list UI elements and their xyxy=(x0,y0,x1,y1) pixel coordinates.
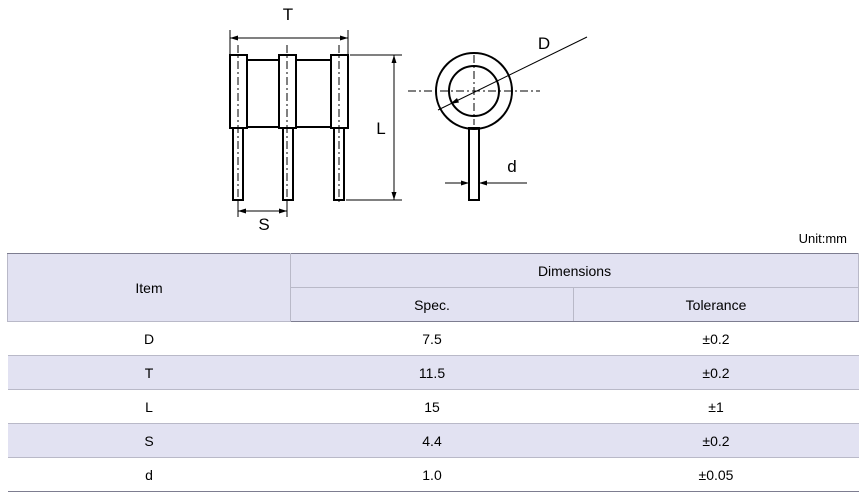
table-row: L 15 ±1 xyxy=(7,389,859,424)
middle-pin xyxy=(282,127,294,201)
label-L: L xyxy=(376,119,385,138)
table-row: S 4.4 ±0.2 xyxy=(7,423,859,458)
table-row: D 7.5 ±0.2 xyxy=(7,321,859,356)
label-d: d xyxy=(507,157,516,176)
label-D: D xyxy=(538,34,550,53)
cell-spec: 7.5 xyxy=(290,321,574,356)
cell-spec: 11.5 xyxy=(290,355,574,390)
unit-label: Unit:mm xyxy=(798,231,847,246)
cell-item: T xyxy=(7,355,291,390)
end-view xyxy=(408,36,588,201)
table-row: d 1.0 ±0.05 xyxy=(7,457,859,492)
cell-item: d xyxy=(7,457,291,492)
header-dimensions: Dimensions xyxy=(289,253,860,288)
end-view-pin xyxy=(468,127,480,201)
header-spec: Spec. xyxy=(290,287,574,322)
dimensions-table: Item Dimensions Spec. Tolerance D 7.5 ±0… xyxy=(7,253,860,492)
label-T: T xyxy=(283,5,293,24)
cell-spec: 1.0 xyxy=(290,457,574,492)
cell-item: S xyxy=(7,423,291,458)
cell-item: D xyxy=(7,321,291,356)
header-item: Item xyxy=(7,253,291,322)
cell-tolerance: ±0.2 xyxy=(573,423,859,458)
cell-tolerance: ±0.05 xyxy=(573,457,859,492)
cell-item: L xyxy=(7,389,291,424)
cell-tolerance: ±0.2 xyxy=(573,321,859,356)
cell-spec: 15 xyxy=(290,389,574,424)
cell-spec: 4.4 xyxy=(290,423,574,458)
table-row: T 11.5 ±0.2 xyxy=(7,355,859,390)
header-tolerance: Tolerance xyxy=(572,287,860,322)
side-view xyxy=(229,30,402,217)
dimension-drawing: T L S D d xyxy=(229,5,588,234)
cell-tolerance: ±0.2 xyxy=(573,355,859,390)
cell-tolerance: ±1 xyxy=(573,389,859,424)
label-S: S xyxy=(258,215,269,234)
